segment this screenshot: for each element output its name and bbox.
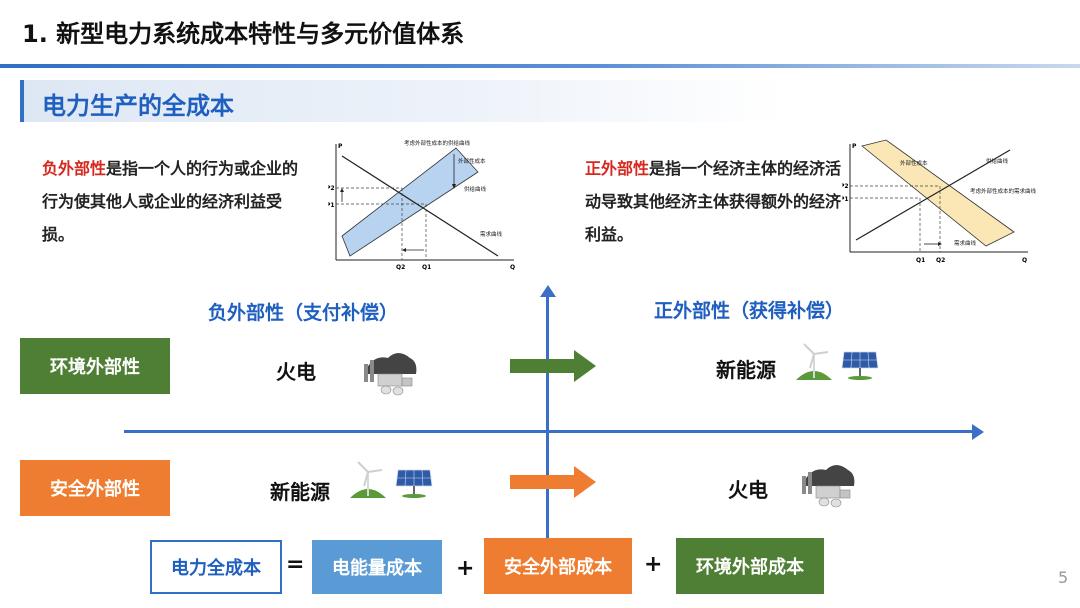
env-left-label: 火电 — [276, 360, 316, 384]
horizontal-axis-arrowhead — [972, 424, 984, 440]
plus-sign-1: + — [456, 556, 475, 581]
supply-curve-label: 供给曲线 — [464, 185, 487, 193]
supply-curve-label: 供给曲线 — [986, 157, 1009, 165]
p2-label: P2 — [842, 183, 849, 190]
positive-externality-text: 是指一个经济主体的经济活动导致其他经济主体获得额外的经济利益。 — [585, 159, 842, 244]
external-cost-band — [341, 147, 479, 257]
positive-externality-chart: P Q P2 P1 Q1 Q2 外部性成本 供给曲线 考虑外部性成本的需求曲线 … — [842, 136, 1042, 266]
axis-q-label: Q — [1022, 257, 1027, 264]
title-divider — [0, 64, 1080, 68]
axis-q-label: Q — [510, 264, 515, 271]
env-right-label: 新能源 — [716, 358, 776, 382]
axis-p-label: P — [338, 143, 343, 150]
vertical-axis-arrowhead — [540, 285, 556, 297]
page-title: 1. 新型电力系统成本特性与多元价值体系 — [22, 20, 465, 48]
energy-cost-box: 电能量成本 — [312, 540, 442, 594]
negative-externality-chart: P Q P2 P1 Q2 Q1 考虑外部性成本的供给曲线 外部性成本 供给曲线 … — [328, 136, 528, 276]
price-rise-arrowhead — [340, 188, 344, 192]
right-arrow-icon — [510, 466, 596, 498]
q2-label: Q2 — [396, 264, 405, 271]
safety-externality-label: 安全外部性 — [20, 460, 170, 516]
p1-label: P1 — [328, 202, 335, 209]
wind-turbine-icon — [796, 343, 832, 380]
environmental-externality-label: 环境外部性 — [20, 338, 170, 394]
demand-ext-curve-label: 考虑外部性成本的需求曲线 — [970, 187, 1037, 195]
negative-externality-header: 负外部性（支付补偿） — [208, 302, 399, 324]
power-plant-icon — [364, 353, 417, 396]
positive-externality-header: 正外部性（获得补偿） — [654, 300, 845, 322]
positive-externality-definition: 正外部性是指一个经济主体的经济活动导致其他经济主体获得额外的经济利益。 — [585, 152, 845, 251]
supply-curve — [855, 149, 1011, 241]
axis-p-label: P — [852, 143, 857, 150]
cost-supply-curve-label: 考虑外部性成本的供给曲线 — [404, 139, 471, 147]
demand-curve-label: 需求曲线 — [954, 239, 977, 247]
demand-curve — [341, 155, 499, 257]
right-arrow-icon — [510, 350, 596, 382]
q2-label: Q2 — [936, 257, 945, 264]
demand-curve-label: 需求曲线 — [480, 230, 503, 238]
solar-panel-icon — [841, 351, 879, 380]
quantity-rise-arrowhead — [938, 242, 942, 246]
safety-left-label: 新能源 — [270, 480, 330, 504]
negative-externality-term: 负外部性 — [42, 159, 107, 178]
solar-panel-icon — [395, 469, 433, 498]
safety-right-label: 火电 — [728, 478, 768, 502]
environmental-cost-box: 环境外部成本 — [676, 538, 824, 594]
total-cost-box: 电力全成本 — [150, 540, 282, 594]
power-plant-icon — [802, 465, 855, 508]
equals-sign: = — [286, 552, 305, 577]
q1-label: Q1 — [422, 264, 431, 271]
q1-label: Q1 — [916, 257, 925, 264]
section-band — [20, 80, 784, 122]
p1-label: P1 — [842, 196, 849, 203]
p2-label: P2 — [328, 185, 335, 192]
positive-externality-term: 正外部性 — [585, 159, 650, 178]
safety-cost-box: 安全外部成本 — [484, 538, 632, 594]
page-number: 5 — [1058, 568, 1069, 587]
negative-externality-definition: 负外部性是指一个人的行为或企业的行为使其他人或企业的经济利益受损。 — [42, 152, 302, 251]
quantity-drop-arrowhead — [402, 248, 406, 252]
external-cost-label: 外部性成本 — [900, 159, 928, 167]
horizontal-axis — [124, 430, 976, 433]
external-benefit-band — [861, 139, 1015, 247]
vertical-axis — [546, 290, 549, 540]
ext-cost-arrowhead — [452, 184, 456, 189]
plus-sign-2: + — [644, 552, 663, 577]
wind-turbine-icon — [350, 461, 386, 498]
negative-externality-text: 是指一个人的行为或企业的行为使其他人或企业的经济利益受损。 — [42, 159, 299, 244]
external-cost-label: 外部性成本 — [458, 157, 486, 165]
section-title: 电力生产的全成本 — [42, 92, 234, 120]
